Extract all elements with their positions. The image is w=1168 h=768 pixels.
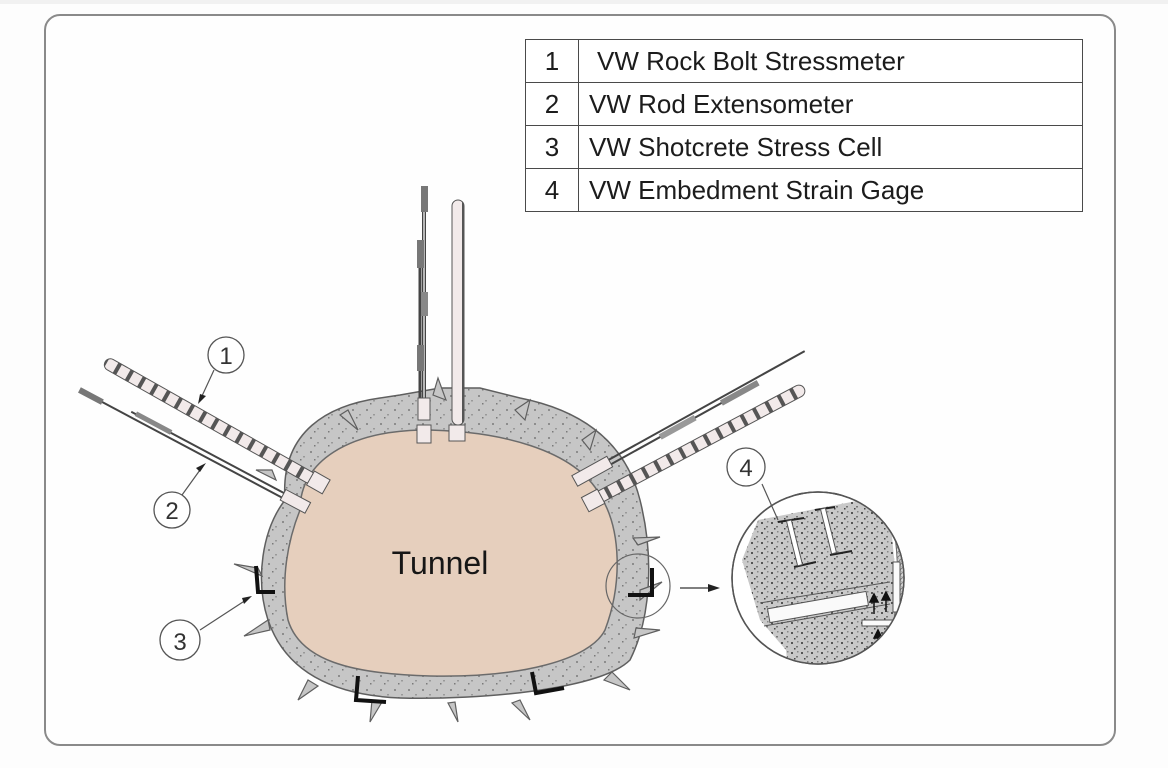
legend-row: 2 VW Rod Extensometer bbox=[525, 82, 1083, 126]
legend-row: 1 VW Rock Bolt Stressmeter bbox=[525, 39, 1083, 83]
legend-label: VW Rod Extensometer bbox=[578, 82, 1083, 126]
rock-spikes bbox=[233, 376, 663, 723]
top-strip bbox=[0, 0, 1168, 4]
left-rock-bolt-stressmeter bbox=[103, 358, 331, 495]
shotcrete-stress-cells bbox=[254, 565, 654, 704]
callout-3-number: 3 bbox=[173, 629, 186, 656]
right-rod-extensometer bbox=[571, 350, 806, 487]
legend-number: 2 bbox=[525, 82, 579, 126]
legend-number: 3 bbox=[525, 125, 579, 169]
detail-marker-circle bbox=[605, 553, 671, 619]
callout-4: 4 bbox=[726, 447, 779, 521]
instrument-legend: 1 VW Rock Bolt Stressmeter 2 VW Rod Exte… bbox=[525, 39, 1083, 212]
legend-number: 1 bbox=[525, 39, 579, 83]
callout-1-number: 1 bbox=[219, 343, 232, 370]
legend-label: VW Embedment Strain Gage bbox=[578, 168, 1083, 212]
detail-inset bbox=[731, 491, 905, 665]
stress-cell-left bbox=[254, 565, 275, 594]
legend-row: 3 VW Shotcrete Stress Cell bbox=[525, 125, 1083, 169]
stress-cell-right bbox=[628, 568, 654, 597]
legend-label: VW Shotcrete Stress Cell bbox=[578, 125, 1083, 169]
legend-row: 4 VW Embedment Strain Gage bbox=[525, 168, 1083, 212]
stress-cell-bottom-left bbox=[353, 675, 387, 704]
detail-arrow bbox=[680, 584, 720, 592]
left-rod-extensometer bbox=[78, 387, 312, 514]
right-rock-bolt bbox=[580, 384, 806, 513]
crown-rod-extensometer bbox=[416, 186, 432, 444]
tunnel-label: Tunnel bbox=[392, 545, 489, 581]
callout-4-number: 4 bbox=[739, 455, 752, 482]
legend-label: VW Rock Bolt Stressmeter bbox=[578, 39, 1083, 83]
crown-rock-bolt bbox=[448, 199, 466, 442]
legend-number: 4 bbox=[525, 168, 579, 212]
callout-2: 2 bbox=[153, 463, 206, 529]
callout-2-number: 2 bbox=[165, 498, 178, 525]
callout-3: 3 bbox=[159, 596, 252, 661]
stress-cell-bottom-right bbox=[530, 671, 565, 696]
callout-1: 1 bbox=[198, 336, 245, 404]
